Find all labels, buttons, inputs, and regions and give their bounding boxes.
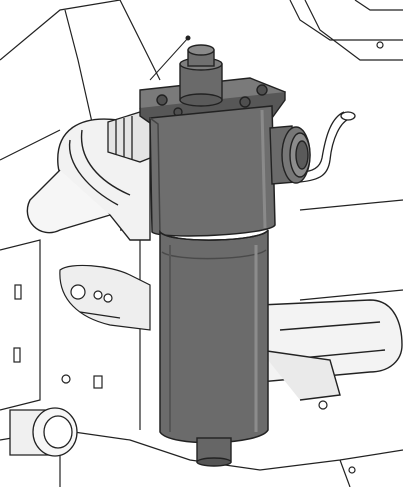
- drain-plug-left: [9, 407, 78, 457]
- filter-head: [149, 105, 276, 237]
- bowl-drain: [196, 437, 232, 467]
- frame-holes: [13, 41, 384, 474]
- mounting-bracket-left: [59, 264, 151, 331]
- leader-line: [149, 35, 191, 81]
- horizontal-pipe: [259, 299, 403, 401]
- hose-fitting-left: [107, 111, 151, 163]
- small-pipe-right: [299, 111, 356, 183]
- filter-bowl: [159, 229, 269, 444]
- vent-cap: [179, 44, 223, 107]
- outlet-fitting: [269, 125, 311, 185]
